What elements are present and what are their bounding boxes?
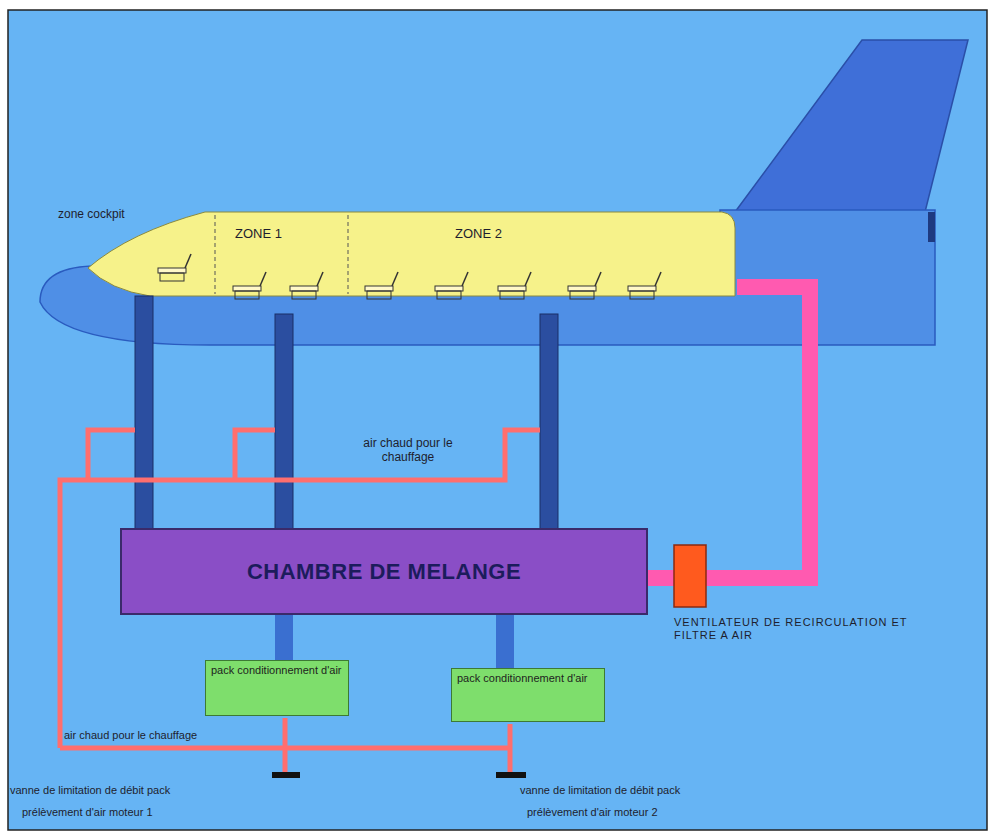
valve-label: vanne de limitation de débit pack [520, 784, 780, 797]
box-text: CHAMBRE DE MELANGE [247, 559, 521, 585]
hot-air-label: air chaud pour le chauffage [362, 436, 454, 465]
tail-cone [928, 212, 935, 242]
air-conditioning-pack: pack conditionnement d'air [451, 668, 605, 722]
tail-fin [735, 40, 968, 212]
bleed-air-label: prélèvement d'air moteur 1 [22, 806, 262, 819]
mixing-chamber: CHAMBRE DE MELANGE [120, 528, 648, 615]
valve-label: vanne de limitation de débit pack [10, 784, 270, 797]
flow-limiting-valve [496, 772, 526, 778]
air-conditioning-pack: pack conditionnement d'air [205, 660, 349, 716]
box-text: pack conditionnement d'air [457, 672, 599, 685]
flow-limiting-valve [272, 772, 300, 778]
recirculation-fan [674, 545, 706, 607]
distribution-duct [540, 314, 558, 530]
hot-air-label: air chaud pour le chauffage [64, 729, 264, 742]
seat-row [158, 254, 661, 299]
background [8, 10, 987, 830]
zone-label: ZONE 2 [455, 226, 535, 242]
bleed-air-label: prélèvement d'air moteur 2 [527, 806, 767, 819]
zone-label: ZONE 1 [235, 226, 315, 242]
box-text: pack conditionnement d'air [211, 664, 343, 677]
fan-label: VENTILATEUR DE RECIRCULATION ET FILTRE A… [674, 616, 936, 642]
zone-divider [348, 215, 349, 294]
recirculation-duct [648, 287, 810, 578]
fuselage [40, 210, 935, 345]
distribution-duct [135, 296, 153, 530]
supply-duct [496, 615, 514, 668]
supply-duct [275, 615, 293, 660]
zone-label: zone cockpit [58, 207, 178, 221]
distribution-duct [275, 314, 293, 530]
zone-divider [215, 215, 216, 294]
cabin-zone [88, 212, 735, 296]
